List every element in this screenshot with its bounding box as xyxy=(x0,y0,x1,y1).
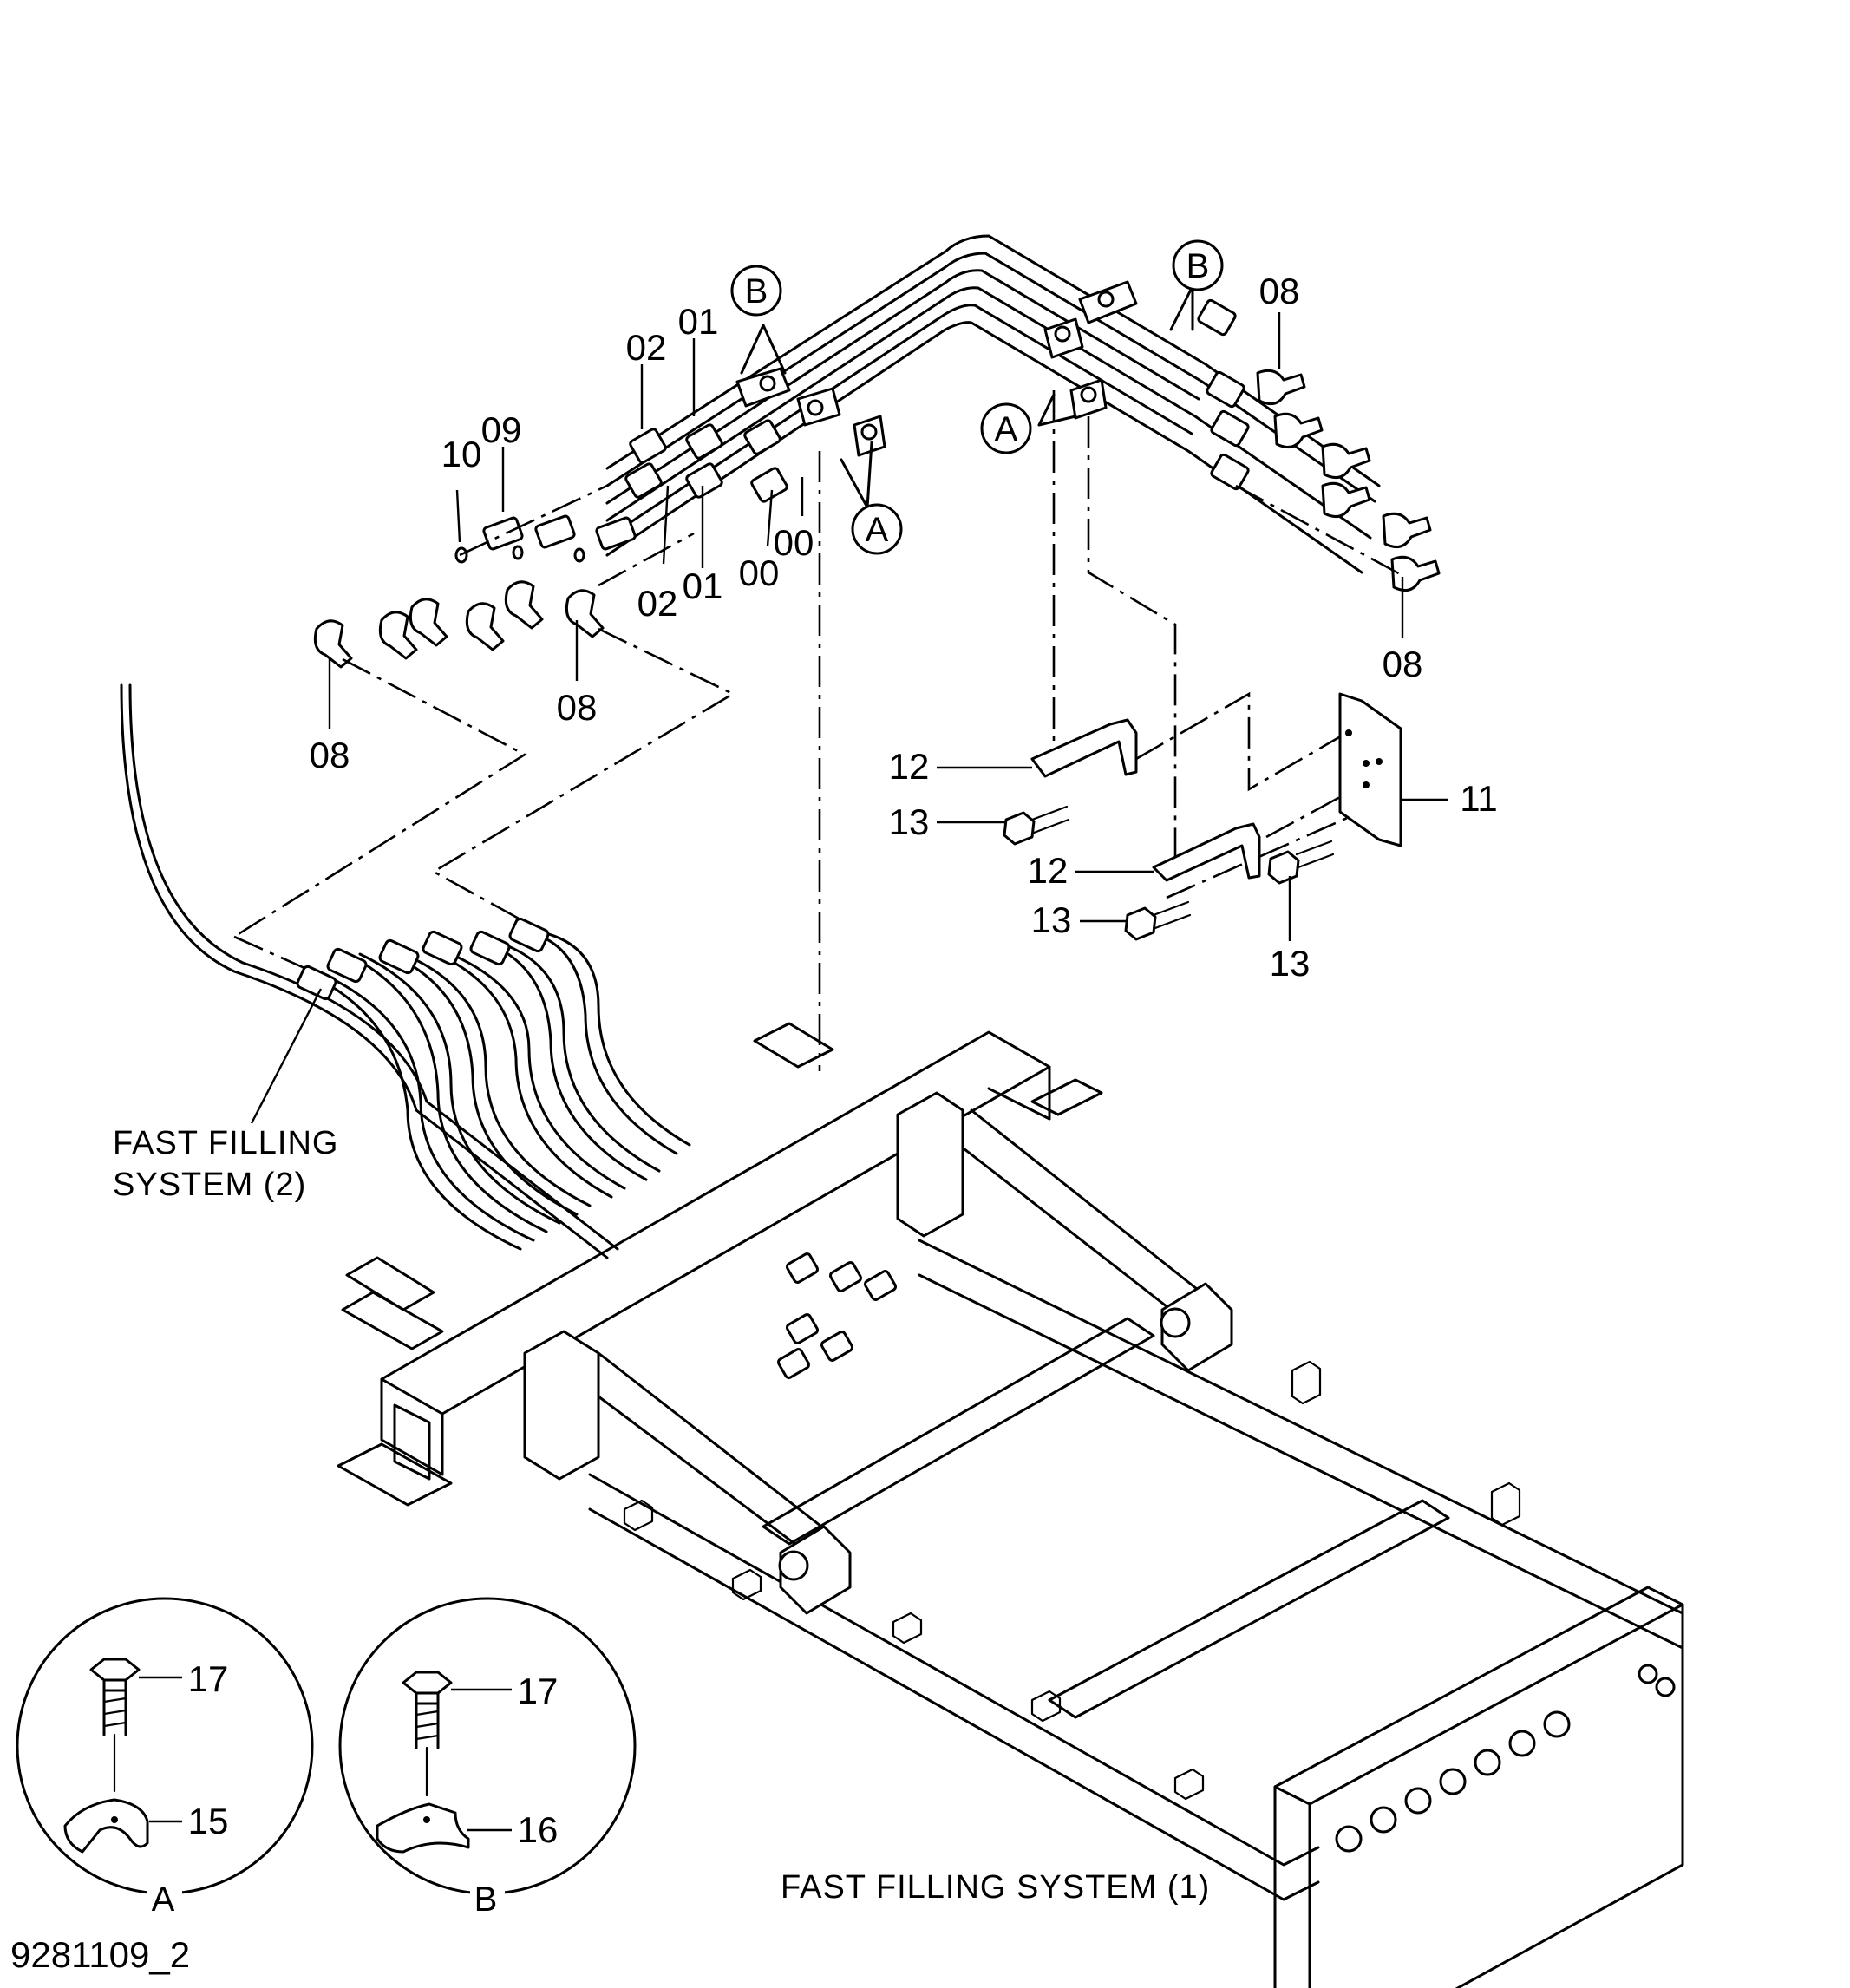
leader-lines xyxy=(250,312,1448,1124)
hose-end-fittings xyxy=(296,917,550,1001)
left-pipe-fittings xyxy=(624,419,788,503)
detail-a-label: A xyxy=(152,1880,175,1919)
label-17-detail-b: 17 xyxy=(518,1671,559,1711)
captions: FAST FILLING SYSTEM (2) FAST FILLING SYS… xyxy=(113,1125,1210,1906)
callout-b-1: B xyxy=(730,265,782,317)
label-16: 16 xyxy=(518,1809,559,1850)
callout-b-1-text: B xyxy=(745,272,768,311)
callout-a-2: A xyxy=(980,402,1032,454)
callout-a-1: A xyxy=(851,503,903,555)
label-01-bottom: 01 xyxy=(683,566,723,606)
label-08-left: 08 xyxy=(310,735,350,775)
lower-hose-bundle xyxy=(120,683,691,1259)
detail-b: 17 16 B xyxy=(338,1597,637,1919)
label-13-lower: 13 xyxy=(1031,899,1072,940)
label-15: 15 xyxy=(188,1801,229,1841)
right-clamps xyxy=(1043,280,1138,420)
label-08-center: 08 xyxy=(557,687,598,728)
callout-a-1-text: A xyxy=(866,511,889,549)
part-number-labels: 02 01 02 01 00 00 09 10 08 08 08 08 12 1… xyxy=(310,271,1498,984)
label-01-top: 01 xyxy=(678,301,719,342)
label-08-top-right: 08 xyxy=(1259,271,1300,311)
label-00-right: 00 xyxy=(774,522,814,563)
label-08-right: 08 xyxy=(1383,644,1423,684)
callout-b-2: B xyxy=(1172,239,1224,291)
frame-structure xyxy=(337,1022,1684,1988)
detail-b-label: B xyxy=(474,1880,498,1919)
label-02-bottom: 02 xyxy=(637,583,678,624)
drawing-number: 9281109_2 xyxy=(10,1934,190,1975)
callout-b-2-text: B xyxy=(1186,247,1210,285)
brackets-12 xyxy=(1030,718,1261,882)
label-13-right: 13 xyxy=(1270,943,1311,984)
label-09: 09 xyxy=(481,409,522,450)
label-00-left: 00 xyxy=(739,553,780,593)
label-12-upper: 12 xyxy=(889,746,930,787)
label-10: 10 xyxy=(441,434,482,474)
left-clamps xyxy=(735,367,886,457)
label-13-upper: 13 xyxy=(889,801,930,842)
caption-fast-filling-2-line1: FAST FILLING xyxy=(113,1125,338,1161)
callout-a-2-text: A xyxy=(995,410,1018,448)
detail-a: 17 15 A xyxy=(16,1597,314,1919)
label-11: 11 xyxy=(1460,778,1498,819)
label-17-detail-a: 17 xyxy=(188,1658,229,1699)
bolts-13 xyxy=(1003,805,1335,941)
bracket-11 xyxy=(1338,692,1402,847)
label-02-top: 02 xyxy=(626,327,667,368)
label-12-lower: 12 xyxy=(1028,850,1069,891)
upper-pipe-bundle xyxy=(605,234,1381,574)
caption-fast-filling-2-line2: SYSTEM (2) xyxy=(113,1167,306,1203)
right-fittings-elbows xyxy=(1197,298,1441,592)
callout-arrows xyxy=(740,284,1194,509)
caption-fast-filling-1: FAST FILLING SYSTEM (1) xyxy=(781,1869,1210,1906)
left-adapters-elbows xyxy=(313,514,637,669)
